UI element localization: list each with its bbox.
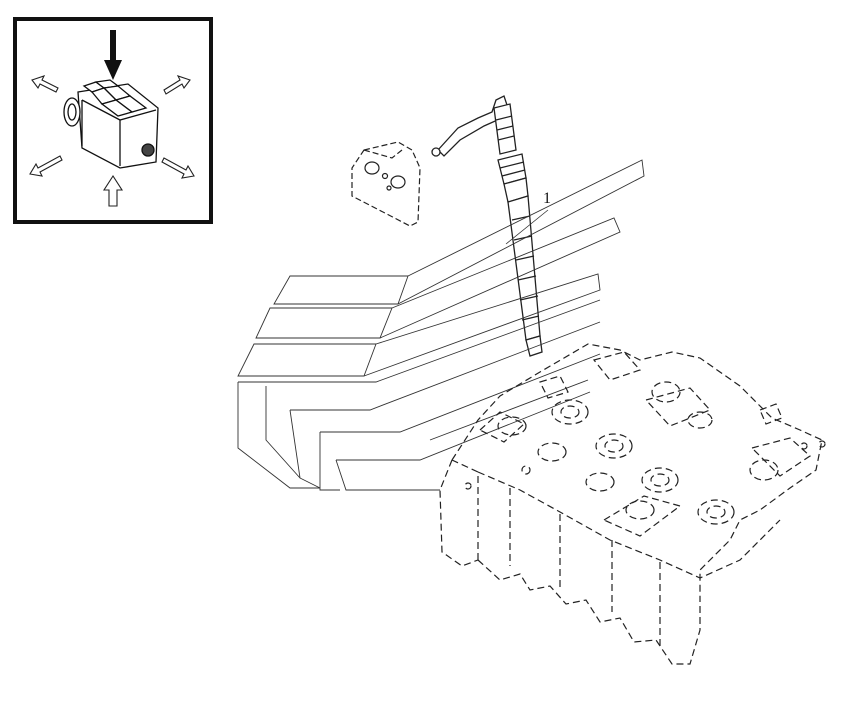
cylinder-head [439,343,826,665]
press-arrow-icon [104,30,122,80]
callout-leader [505,209,549,245]
section-planes [237,159,645,491]
arrow-bottom-up-icon [102,174,124,207]
gasket-part [351,141,421,227]
arrow-up-left-icon [31,75,59,93]
arrow-down-left-icon [29,155,63,177]
force-arrows [29,75,195,207]
glow-plug [431,95,543,357]
inset-panel [13,17,213,224]
arrow-down-right-icon [161,157,195,179]
callout-label-1: 1 [543,190,551,207]
arrow-up-right-icon [163,75,191,95]
component-block [63,79,159,169]
